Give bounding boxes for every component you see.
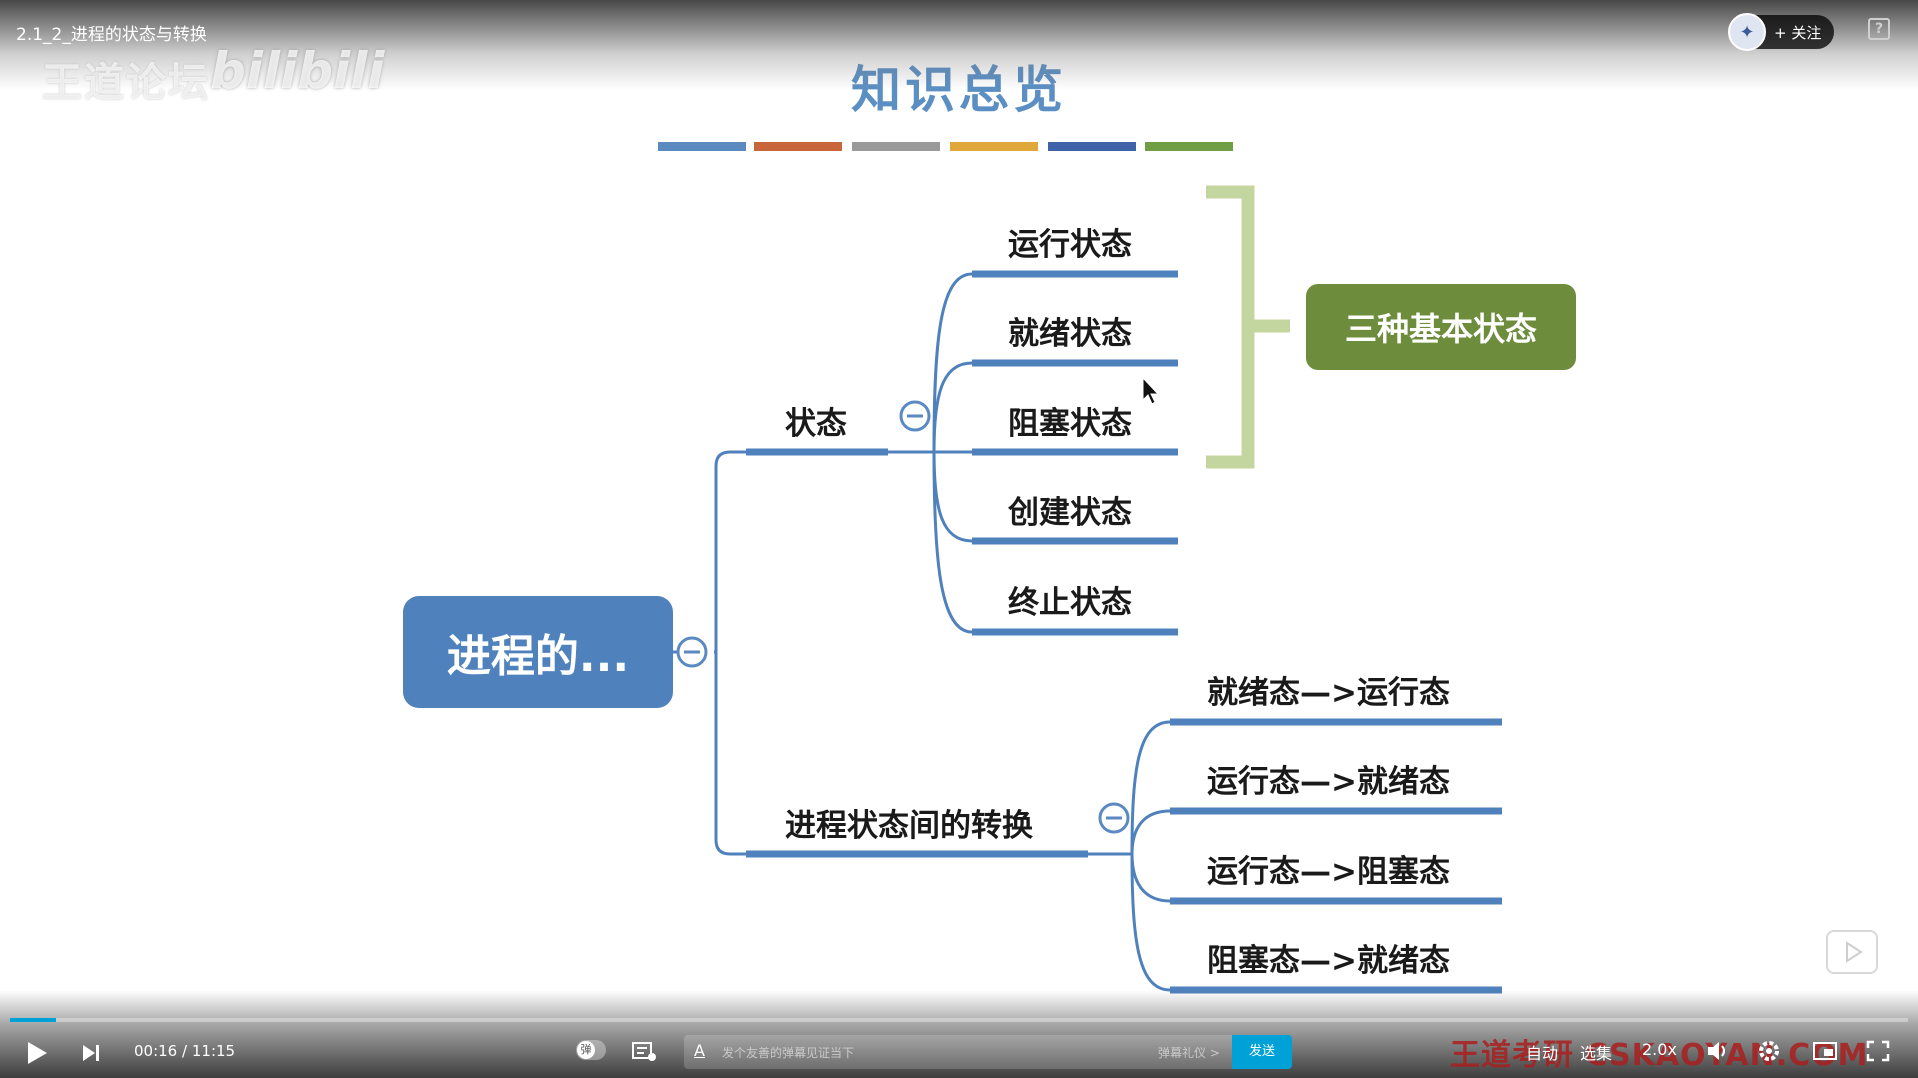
collapse-button-transition[interactable]	[1098, 802, 1130, 834]
state-curve-2	[932, 361, 973, 453]
follow-label: + 关注	[1774, 24, 1822, 42]
transition-label-3: 运行态—>阻塞态	[1207, 854, 1450, 890]
color-bar-5	[1048, 142, 1136, 151]
danmaku-style-icon[interactable]: A	[694, 1041, 705, 1060]
bracket-shape	[1206, 185, 1290, 469]
progress-fill	[10, 1018, 56, 1022]
settings-icon[interactable]	[1758, 1040, 1780, 1062]
mini-player-button[interactable]	[1826, 930, 1878, 974]
danmaku-placeholder: 发个友善的弹幕见证当下	[722, 1046, 855, 1060]
autoplay-button[interactable]: 自动	[1526, 1044, 1559, 1063]
current-time: 00:16	[134, 1042, 178, 1060]
follow-button[interactable]: ✦ + 关注	[1728, 13, 1834, 51]
color-bar-6	[1145, 142, 1233, 151]
danmaku-input[interactable]: A 发个友善的弹幕见证当下 弹幕礼仪 >	[684, 1035, 1232, 1069]
fullscreen-icon[interactable]	[1866, 1040, 1890, 1062]
watermark-text: 王道论坛	[42, 60, 210, 106]
danmaku-settings-icon[interactable]	[632, 1041, 658, 1063]
danmaku-toggle-icon: 弹	[577, 1041, 595, 1059]
top-overlay	[0, 0, 1918, 90]
summary-node: 三种基本状态	[1306, 284, 1576, 370]
widescreen-icon[interactable]	[1812, 1040, 1838, 1062]
help-icon[interactable]: ?	[1868, 18, 1890, 40]
branch-transition-label: 进程状态间的转换	[785, 808, 1033, 844]
trans-curve-4	[1130, 853, 1171, 992]
time-separator: /	[182, 1042, 188, 1060]
branch-state-connector	[714, 450, 746, 654]
trans-curve-3	[1130, 853, 1171, 903]
danmaku-toggle[interactable]: 弹	[576, 1040, 606, 1060]
play-outline-icon	[1846, 941, 1863, 963]
danmaku-etiquette-link[interactable]: 弹幕礼仪 >	[1158, 1046, 1220, 1060]
color-bar-1	[658, 142, 746, 151]
trans-curve-2	[1130, 809, 1171, 855]
cursor-icon	[1142, 376, 1160, 405]
state-label-2: 就绪状态	[1008, 316, 1132, 352]
collapse-button-root[interactable]	[676, 636, 708, 668]
state-label-3: 阻塞状态	[1008, 406, 1132, 442]
color-bar-4	[950, 142, 1038, 151]
trans-curve-1	[1130, 720, 1171, 855]
bilibili-logo: bilibili	[210, 42, 385, 100]
state-curve-4	[932, 451, 973, 543]
next-icon[interactable]	[80, 1042, 102, 1064]
speed-button[interactable]: 2.0x	[1642, 1040, 1677, 1059]
time-display: 00:16 / 11:15	[134, 1042, 235, 1060]
brand-watermark: 王道考研 CSKAOYAN.COM	[1450, 1038, 1869, 1073]
color-bar-2	[754, 142, 842, 151]
video-title: 2.1_2_进程的状态与转换	[16, 25, 207, 45]
send-button[interactable]: 发送	[1232, 1035, 1292, 1069]
state-curve-1	[932, 272, 973, 453]
state-label-5: 终止状态	[1008, 585, 1132, 621]
transition-label-1: 就绪态—>运行态	[1207, 675, 1450, 711]
state-label-1: 运行状态	[1008, 227, 1132, 263]
collapse-button-state[interactable]	[899, 400, 931, 432]
volume-icon[interactable]	[1706, 1040, 1730, 1062]
state-label-4: 创建状态	[1008, 495, 1132, 531]
episodes-button[interactable]: 选集	[1580, 1044, 1613, 1063]
transition-label-2: 运行态—>就绪态	[1207, 764, 1450, 800]
branch-state-label: 状态	[785, 406, 847, 442]
color-bar-3	[852, 142, 940, 151]
control-bar	[0, 990, 1918, 1078]
progress-bar[interactable]	[10, 1018, 1908, 1022]
branch-transition-connector	[714, 652, 746, 856]
state-curve-5	[932, 451, 973, 634]
duration: 11:15	[191, 1042, 236, 1060]
play-icon[interactable]	[24, 1040, 50, 1066]
uploader-avatar[interactable]: ✦	[1728, 13, 1766, 51]
transition-label-4: 阻塞态—>就绪态	[1207, 943, 1450, 979]
root-node: 进程的...	[403, 596, 673, 708]
